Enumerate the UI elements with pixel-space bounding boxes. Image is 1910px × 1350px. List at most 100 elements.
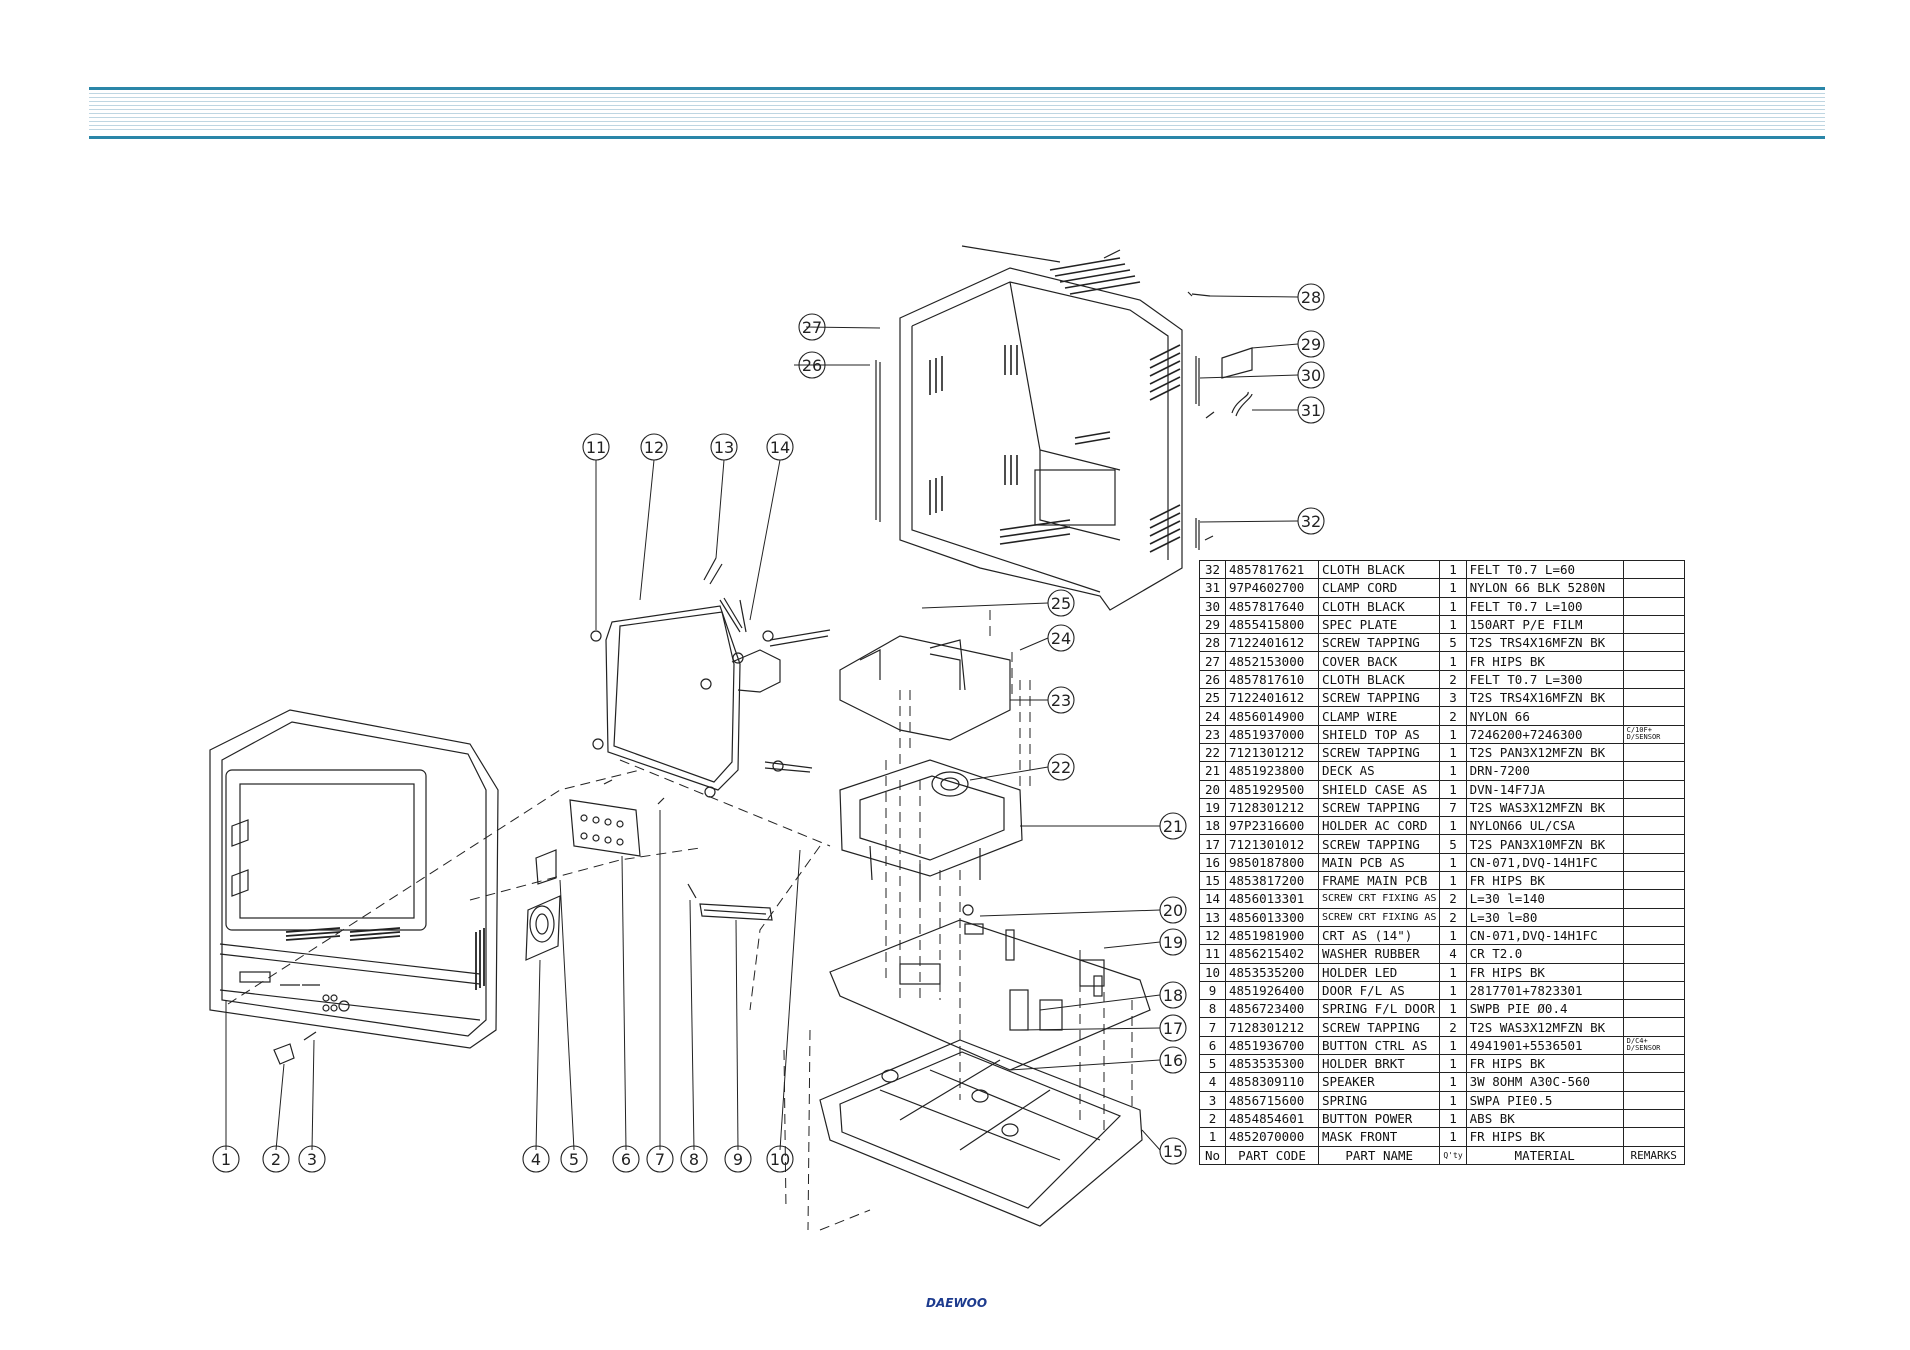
table-cell-code: 4856723400 <box>1225 999 1319 1019</box>
table-cell-material: CR T2.0 <box>1465 944 1624 964</box>
table-cell-qty: 4 <box>1439 944 1467 964</box>
callout-28: 28 <box>1301 288 1321 307</box>
table-cell-no: 22 <box>1199 742 1226 763</box>
table-cell-name: COVER BACK <box>1317 651 1441 671</box>
callout-25: 25 <box>1051 594 1071 613</box>
table-cell-material: 4941901+5536501 <box>1465 1035 1624 1056</box>
table-cell-code: 97P4602700 <box>1225 578 1319 598</box>
table-cell-name: FRAME MAIN PCB <box>1317 871 1441 891</box>
table-cell-no: 15 <box>1199 871 1226 891</box>
table-cell-material: SWPB PIE Ø0.4 <box>1465 999 1624 1019</box>
table-cell-remarks <box>1622 559 1685 580</box>
power-button-part <box>273 1043 295 1065</box>
table-cell-no: 13 <box>1199 907 1226 927</box>
callout-26: 26 <box>802 356 822 375</box>
table-cell-code: 7122401612 <box>1225 633 1319 653</box>
table-cell-name: SCREW TAPPING <box>1317 742 1441 763</box>
callout-6: 6 <box>621 1150 631 1169</box>
shield-top-part <box>839 635 1011 741</box>
table-cell-no: 7 <box>1199 1017 1226 1037</box>
callout-29: 29 <box>1301 335 1321 354</box>
table-cell-no: 6 <box>1199 1035 1226 1056</box>
table-cell-code: 4853535300 <box>1225 1054 1319 1074</box>
table-cell-code: 4851937000 <box>1225 724 1319 744</box>
callout-circles <box>212 283 1325 1173</box>
table-cell-no: 3 <box>1199 1090 1226 1110</box>
table-cell-no: 14 <box>1199 889 1226 909</box>
table-cell-qty: 1 <box>1439 1090 1467 1110</box>
table-cell-name: DOOR F/L AS <box>1317 980 1441 1001</box>
screw-6-part <box>603 779 613 785</box>
table-cell-name: CLOTH BLACK <box>1317 669 1441 690</box>
table-cell-remarks: C/10F+ D/SENSOR <box>1622 724 1685 744</box>
table-cell-name: SPRING F/L DOOR <box>1317 999 1441 1019</box>
table-cell-qty: 1 <box>1439 1035 1467 1056</box>
table-cell-remarks <box>1622 980 1685 1001</box>
table-cell-code: 4851926400 <box>1225 980 1319 1001</box>
table-cell-remarks <box>1622 834 1685 854</box>
main-pcb-part <box>829 904 1151 1071</box>
table-cell-no: 18 <box>1199 816 1226 836</box>
table-cell-qty: 1 <box>1439 1072 1467 1092</box>
table-cell-qty: 1 <box>1439 724 1467 744</box>
table-cell-material: 2817701+7823301 <box>1465 980 1624 1001</box>
table-cell-code: 7121301012 <box>1225 834 1319 854</box>
table-cell-remarks <box>1622 1054 1685 1074</box>
table-cell-name: SCREW TAPPING <box>1317 834 1441 854</box>
table-cell-material: CN-071,DVQ-14H1FC <box>1465 925 1624 946</box>
table-cell-no: 16 <box>1199 852 1226 873</box>
table-cell-remarks <box>1622 596 1685 616</box>
table-cell-qty: 1 <box>1439 559 1467 580</box>
table-cell-qty: 2 <box>1439 669 1467 690</box>
table-cell-qty: 1 <box>1439 651 1467 671</box>
table-cell-name: MASK FRONT <box>1317 1127 1441 1147</box>
header-bottom-rule <box>89 136 1825 139</box>
table-cell-qty: 5 <box>1439 633 1467 653</box>
table-cell-remarks <box>1622 761 1685 781</box>
table-cell-no: 1 <box>1199 1127 1226 1147</box>
table-cell-remarks <box>1622 1017 1685 1037</box>
table-cell-qty: 2 <box>1439 889 1467 909</box>
table-cell-remarks <box>1622 688 1685 708</box>
table-cell-code: 4851936700 <box>1225 1035 1319 1056</box>
table-cell-remarks <box>1622 1127 1685 1147</box>
table-cell-name: SPRING <box>1317 1090 1441 1110</box>
callout-30: 30 <box>1301 366 1321 385</box>
table-cell-remarks <box>1622 925 1685 946</box>
callout-10: 10 <box>770 1150 790 1169</box>
table-cell-remarks <box>1622 944 1685 964</box>
table-cell-code: 4855415800 <box>1225 614 1319 635</box>
table-header-material: MATERIAL <box>1465 1145 1624 1165</box>
header-stripes <box>89 93 1825 133</box>
table-cell-remarks <box>1622 706 1685 726</box>
clamp-cord-part <box>1231 391 1253 417</box>
back-cover-vents <box>929 257 1181 553</box>
table-cell-remarks <box>1622 871 1685 891</box>
table-cell-name: MAIN PCB AS <box>1317 852 1441 873</box>
table-cell-name: SPEC PLATE <box>1317 614 1441 635</box>
callout-24: 24 <box>1051 629 1071 648</box>
table-cell-name: WASHER RUBBER <box>1317 944 1441 964</box>
table-cell-remarks <box>1622 797 1685 818</box>
crt-fixing-screws <box>703 557 831 773</box>
table-cell-qty: 5 <box>1439 834 1467 854</box>
table-cell-code: 7122401612 <box>1225 688 1319 708</box>
table-cell-qty: 1 <box>1439 852 1467 873</box>
table-cell-remarks <box>1622 779 1685 799</box>
